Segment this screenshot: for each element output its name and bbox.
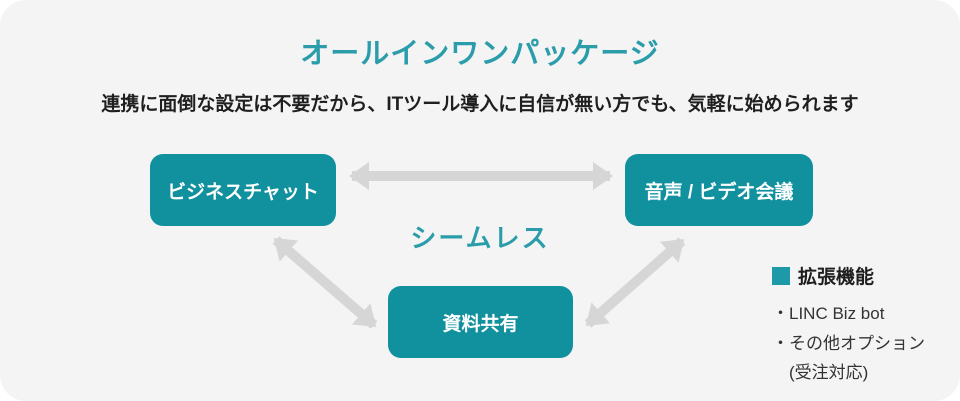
extensions-panel: 拡張機能 ・LINC Biz bot ・その他オプション (受注対応) xyxy=(772,262,952,387)
node-file-sharing-label: 資料共有 xyxy=(442,313,519,335)
extensions-heading: 拡張機能 xyxy=(798,267,875,288)
node-voice-video-meeting: 音声 / ビデオ会議 xyxy=(625,154,813,226)
node-voice-video-meeting-label: 音声 / ビデオ会議 xyxy=(644,181,794,203)
page-title: オールインワンパッケージ xyxy=(300,38,660,70)
seamless-label: シームレス xyxy=(410,223,550,253)
page-subtitle: 連携に面倒な設定は不要だから、ITツール導入に自信が無い方でも、気軽に始められま… xyxy=(101,94,859,115)
extension-item-other-options: ・その他オプション xyxy=(772,334,925,353)
extension-item-linc-biz-bot: ・LINC Biz bot xyxy=(772,304,885,323)
teal-square-icon xyxy=(772,266,790,285)
node-file-sharing: 資料共有 xyxy=(388,286,573,358)
node-business-chat: ビジネスチャット xyxy=(150,154,336,226)
extension-note: (受注対応) xyxy=(789,363,869,382)
node-business-chat-label: ビジネスチャット xyxy=(167,181,319,203)
extensions-heading-row: 拡張機能 xyxy=(772,262,952,289)
